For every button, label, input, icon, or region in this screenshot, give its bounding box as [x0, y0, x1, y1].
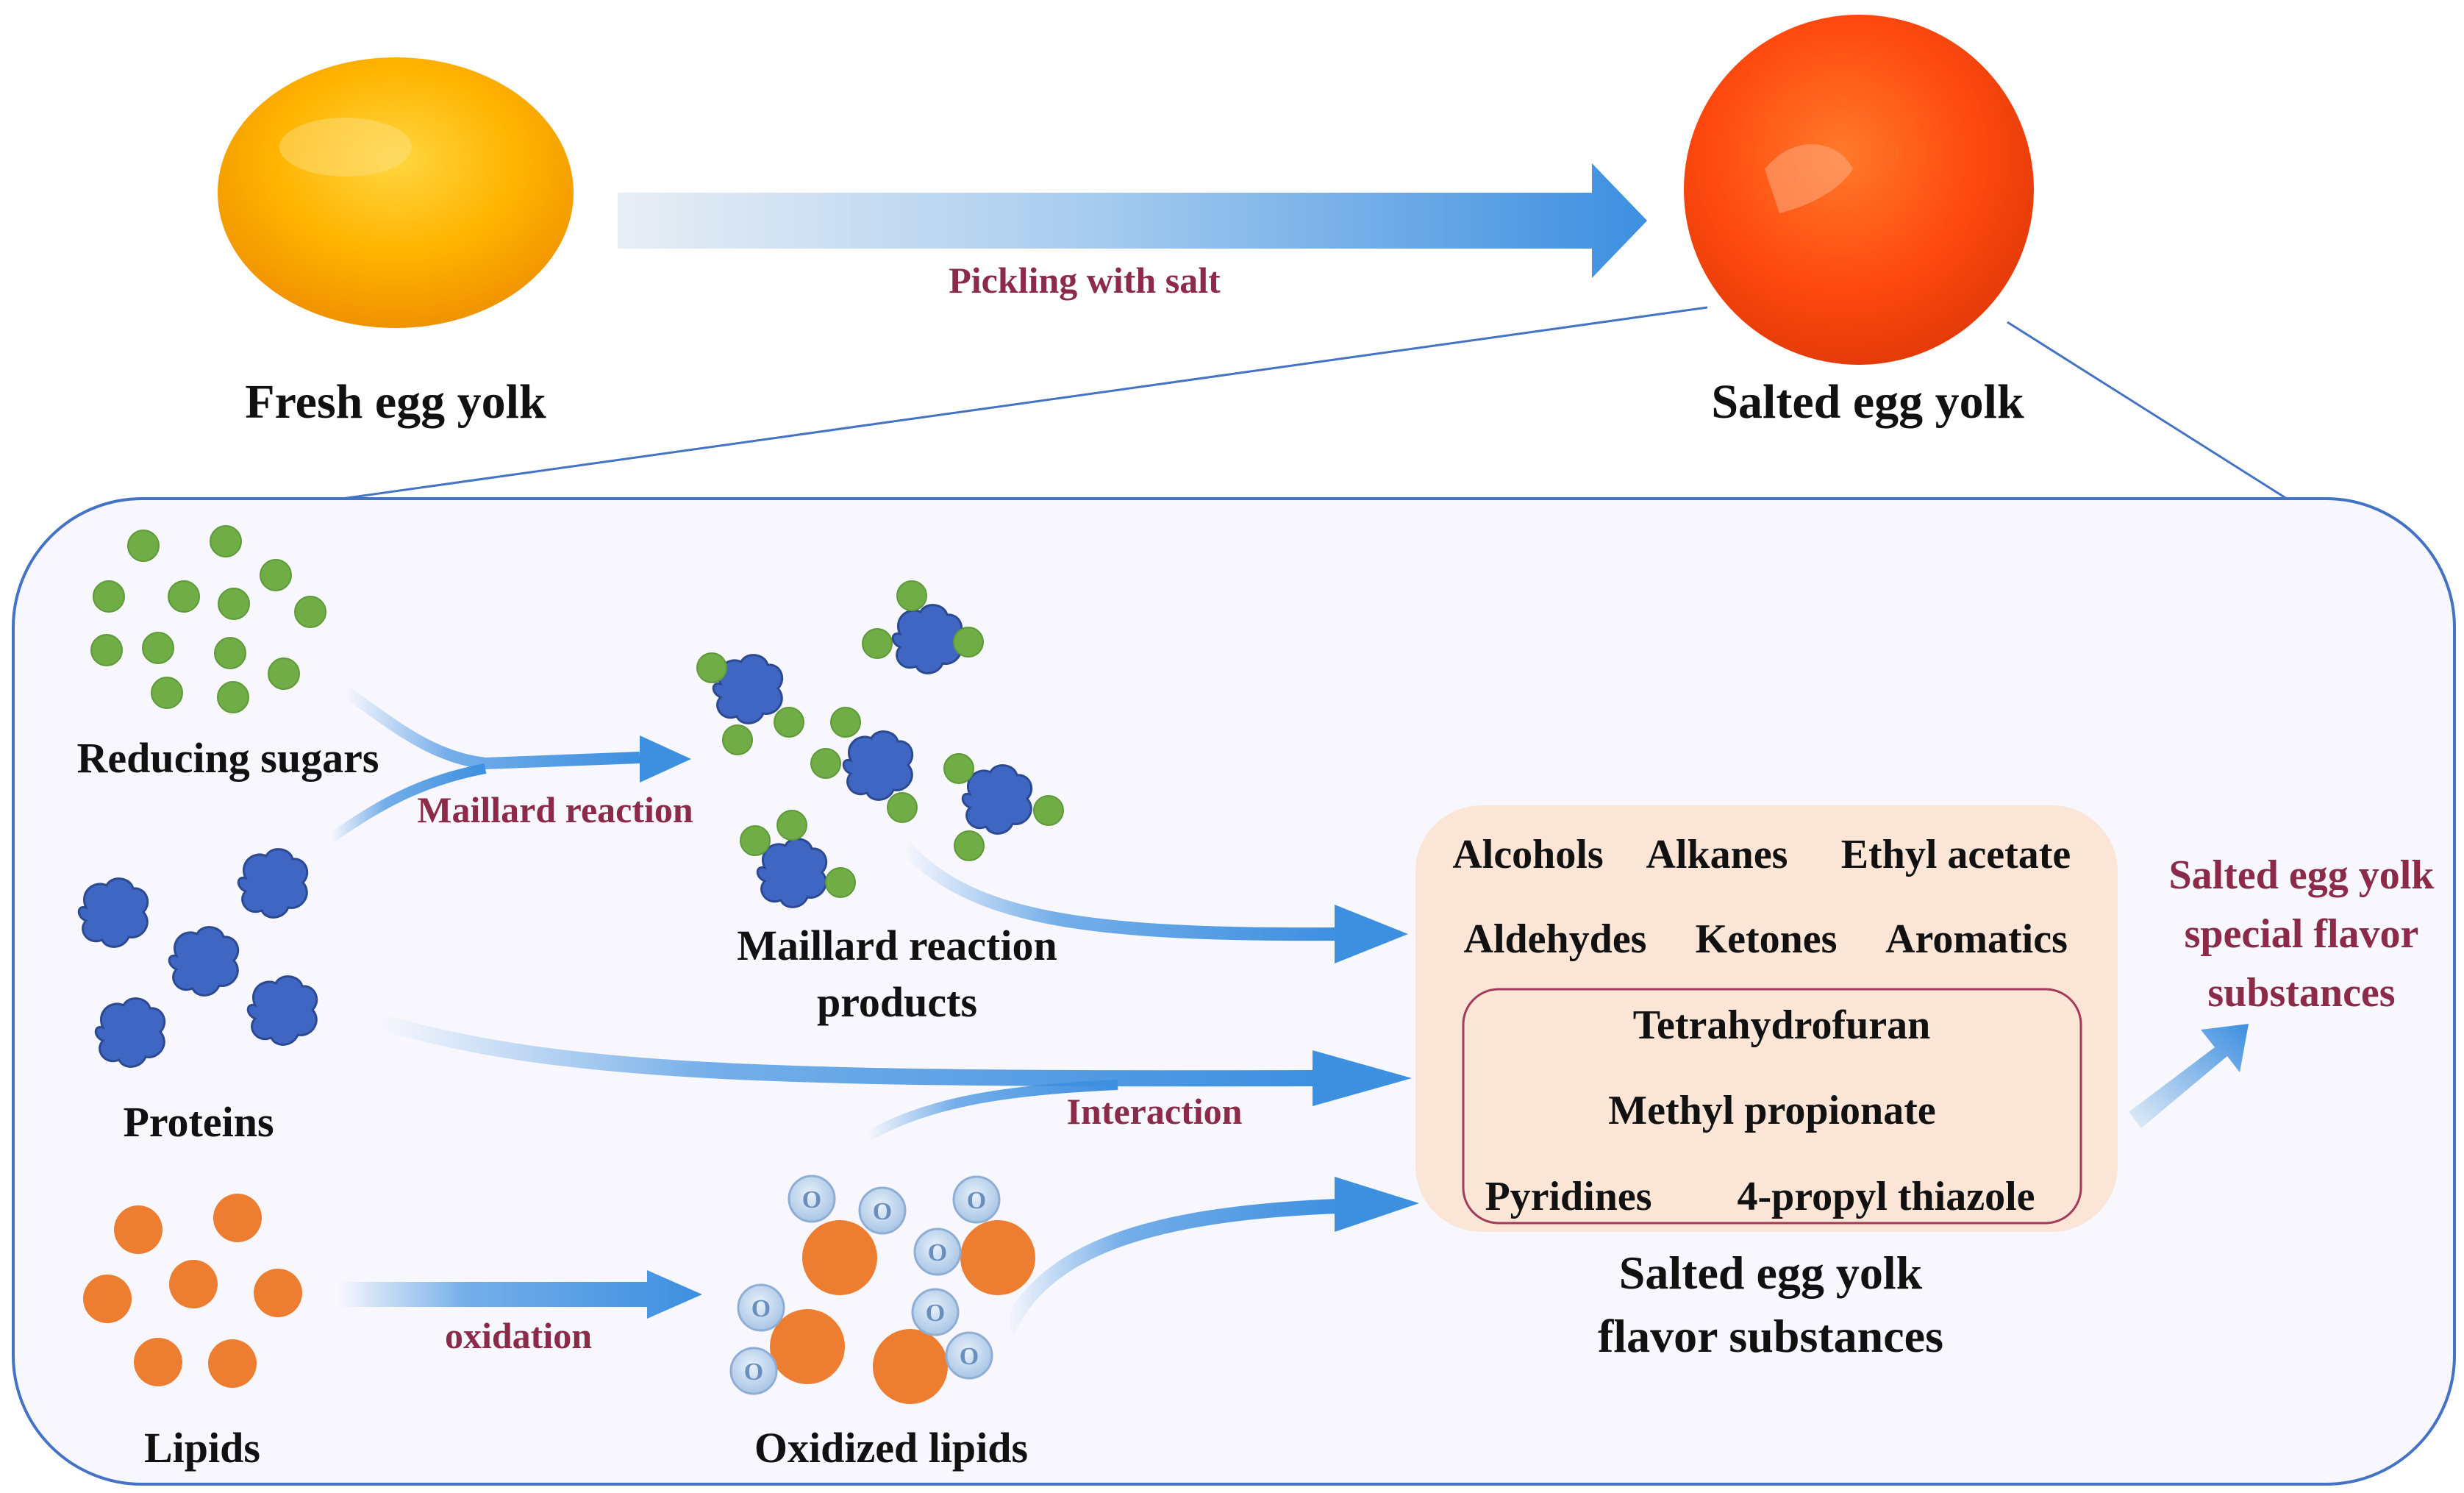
- oxygen-symbol: O: [928, 1239, 947, 1266]
- flavor-item: Ethyl acetate: [1841, 832, 2071, 877]
- sugar-to-maillard-stream: [342, 686, 640, 770]
- oxidation-label: oxidation: [445, 1315, 592, 1356]
- oxygen-symbol: O: [744, 1358, 763, 1386]
- oxygen-symbol: O: [960, 1343, 979, 1370]
- oxygen-symbol: O: [751, 1295, 771, 1322]
- lipids-label: Lipids: [144, 1424, 260, 1472]
- result-arrow: [2129, 1024, 2249, 1128]
- maillard-to-flavor-stream: [899, 841, 1339, 941]
- pickling-with-salt-label: Pickling with salt: [949, 260, 1221, 301]
- maillard-arrow-head: [640, 735, 691, 783]
- flavor-item: Aromatics: [1885, 916, 2068, 962]
- reducing-sugars-cluster: [90, 525, 326, 713]
- special-flavor-subbox: [1462, 988, 2082, 1225]
- protein-to-flavor-stream: [379, 1014, 1317, 1087]
- salted-egg-yolk-image: [1684, 15, 2034, 365]
- lipids-cluster: [83, 1194, 302, 1388]
- special-flavor-item: Pyridines: [1485, 1174, 1651, 1219]
- oxygen-symbol: O: [873, 1198, 892, 1225]
- oxidized-to-flavor-arrow-head: [1335, 1177, 1419, 1232]
- protein-to-maillard-stream: [327, 763, 487, 843]
- result-label-line1: Salted egg yolk: [2169, 852, 2435, 898]
- maillard-reaction-label: Maillard reaction: [417, 789, 693, 830]
- flavor-item: Alcohols: [1452, 832, 1603, 877]
- result-label-line3: substances: [2207, 970, 2395, 1016]
- maillard-products-label-line2: products: [817, 978, 977, 1026]
- fresh-egg-yolk-highlight: [279, 118, 412, 177]
- pickling-arrow: [618, 163, 1647, 278]
- flavor-item: Ketones: [1696, 916, 1838, 962]
- lipid-interaction-stream: [865, 1080, 1118, 1141]
- result-label-line2: special flavor: [2185, 911, 2419, 957]
- oxidation-arrow: [338, 1270, 702, 1319]
- salted-egg-yolk-highlight: [1765, 144, 1853, 213]
- flavor-substances-box: [1415, 805, 2118, 1232]
- maillard-to-flavor-arrow-head: [1335, 905, 1408, 963]
- oxygen-symbol: O: [967, 1187, 986, 1214]
- maillard-products-label-line1: Maillard reaction: [737, 922, 1057, 969]
- flavor-caption-line2: flavor substances: [1598, 1310, 1943, 1362]
- interaction-label: Interaction: [1067, 1091, 1243, 1132]
- salted-egg-yolk-label: Salted egg yolk: [1711, 375, 2024, 429]
- flavor-caption-line1: Salted egg yolk: [1619, 1247, 1923, 1299]
- oxidized-lipids-cluster: O O O O O O O O: [729, 1175, 1035, 1404]
- special-flavor-item: 4-propyl thiazole: [1738, 1174, 2035, 1219]
- flavor-item: Aldehydes: [1464, 916, 1647, 962]
- oxidized-to-flavor-stream: [1000, 1199, 1339, 1335]
- proteins-label: Proteins: [123, 1098, 274, 1146]
- special-flavor-item: Tetrahydrofuran: [1633, 1002, 1931, 1048]
- flavor-item: Alkanes: [1646, 832, 1788, 877]
- special-flavor-item: Methyl propionate: [1608, 1088, 1935, 1133]
- oxygen-symbol: O: [802, 1186, 821, 1214]
- maillard-products-cluster: [696, 580, 1064, 908]
- zoom-line-left: [341, 306, 1708, 500]
- oxidized-lipids-label: Oxidized lipids: [754, 1424, 1028, 1472]
- fresh-egg-yolk-label: Fresh egg yolk: [245, 375, 546, 429]
- reducing-sugars-label: Reducing sugars: [77, 734, 379, 782]
- detail-panel: [12, 497, 2456, 1486]
- protein-to-flavor-arrow-head: [1313, 1050, 1412, 1106]
- zoom-line-right: [2007, 321, 2288, 500]
- fresh-egg-yolk-image: [218, 57, 574, 328]
- oxygen-symbol: O: [926, 1300, 945, 1327]
